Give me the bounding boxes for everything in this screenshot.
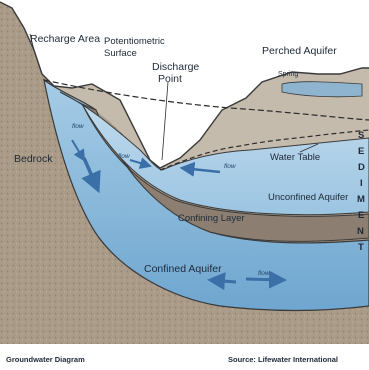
label-discharge-line2: Point [158, 73, 182, 85]
sediment-letter: S [358, 130, 364, 141]
sediment-letter: I [360, 178, 363, 189]
perched-aquifer-body [282, 82, 362, 97]
label-flow-recharge: flow [72, 123, 85, 130]
label-potentiometric-line1: Potentiometric [104, 36, 165, 47]
label-flow-discharge: flow [118, 153, 131, 160]
footer-source: Source: Lifewater International [228, 355, 338, 364]
discharge-point-pointer [162, 82, 168, 160]
label-unconfined-aquifer: Unconfined Aquifer [268, 192, 348, 203]
flow-arrow-confined-left [210, 280, 236, 282]
sediment-letter: E [358, 210, 364, 221]
sediment-letter: E [358, 146, 364, 157]
footer-title: Groundwater Diagram [6, 355, 85, 364]
label-spring: Spring [278, 71, 298, 78]
sediment-letter: D [358, 162, 365, 173]
label-bedrock: Bedrock [14, 153, 53, 165]
label-flow-unconfined: flow [224, 163, 237, 170]
flow-arrow-confined-right [246, 279, 284, 280]
label-potentiometric-line2: Surface [104, 48, 137, 59]
label-flow-confined: flow [258, 270, 271, 277]
label-recharge-area: Recharge Area [30, 33, 100, 45]
label-confined-aquifer: Confined Aquifer [144, 263, 222, 275]
label-discharge-line1: Discharge [152, 61, 199, 73]
label-perched-aquifer: Perched Aquifer [262, 45, 337, 57]
sediment-letter: T [358, 242, 364, 253]
sediment-letter: N [357, 226, 364, 237]
sediment-letter: M [357, 194, 365, 205]
label-water-table: Water Table [270, 152, 320, 163]
label-confining-layer: Confining Layer [178, 213, 245, 224]
